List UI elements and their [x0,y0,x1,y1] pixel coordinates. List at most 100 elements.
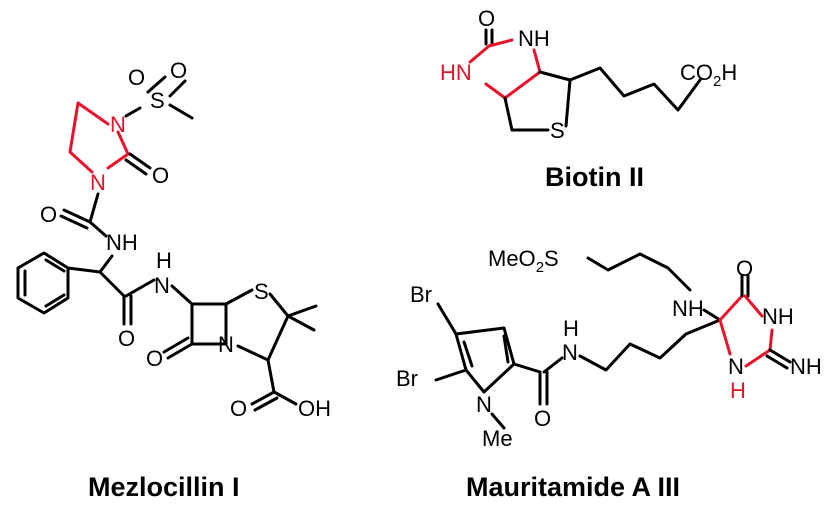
biotin-thio-bond-3 [564,78,572,128]
carbonyl-nh2-bond [124,278,156,298]
biotin-ring-bond-1 [468,44,491,64]
pyrrole-ring [454,326,516,394]
br-bottom-label: Br [396,366,418,391]
amide-o-label: O [118,326,135,351]
s-methyl-bond [168,103,194,120]
ring-bond-1 [76,101,110,126]
hydantoin-o-label: O [736,256,753,281]
acid-co-bond-b [253,396,279,412]
biotin-ring-bond-2 [487,38,514,48]
hydantoin-h-bottom-label: H [730,378,746,403]
br-top-label: Br [410,282,432,307]
c3-cooh-bond [266,358,276,394]
methyl-1-bond [286,304,318,318]
propyl-chain [578,318,722,372]
acid-oh-label: OH [298,396,331,421]
ring-bond-3 [68,150,94,174]
s-cme2-bond [268,292,290,318]
methyl-2-bond [286,314,316,332]
ring-n-top-label: N [110,112,126,137]
sulfonyl-ethyl-chain [586,252,692,292]
sulfonyl-s-label: S [150,88,165,113]
cme2-c3-bond [266,314,290,362]
ring-n-bottom-label: N [90,170,106,195]
biotin-side-chain [568,66,702,112]
nh-c4-bond [702,308,722,322]
biotin-acid-label: CO2H [680,60,737,90]
phenyl-ring [16,251,70,315]
lactam-o-label: O [146,346,163,371]
mau-amide-n-label: N [562,340,578,365]
nh-alpha-bond [98,254,114,274]
mauritamide-caption: Mauritamide A III [466,472,680,502]
alpha-phenyl-bond [66,266,102,274]
biotin-caption: Biotin II [545,162,644,192]
imine-bond-a [768,348,792,364]
hyd-ring-bond-2 [743,294,764,318]
lactam-co-bond-b [162,336,190,354]
amide-nh-label: NH [106,230,138,255]
phenyl-double-2 [44,293,66,308]
biotin-thio-bond-1 [503,96,514,132]
hyd-ring-bond-5 [718,318,732,356]
biotin-structure: O NH HN S CO2H Biotin II [440,6,737,192]
sulfonyl-o2-label: O [170,58,187,83]
beta-lactam-ring [190,302,228,346]
mezlocillin-structure: O O S N O N O NH O N H [16,58,331,502]
br-top-bond [436,302,458,336]
c3-n-bond [236,344,270,362]
biotin-s-label: S [550,118,565,143]
biotin-hn-left-label: HN [440,60,472,85]
biotin-ring-bond-4 [503,70,542,100]
n-carbonyl-bond [88,192,100,224]
biotin-ring-bond-3 [532,48,542,74]
bicyclic-n-label: N [218,332,234,357]
ring-co-bond-b [124,158,148,176]
mau-amide-h-label: H [563,316,579,341]
mezlocillin-caption: Mezlocillin I [88,472,240,502]
biotin-ring-bond-5 [484,82,507,100]
br-bottom-bond [434,368,468,382]
hyd-ring-bond-1 [718,294,744,322]
ring-co-bond-a [128,152,152,170]
pyrrole-n-label: N [476,392,492,417]
carbonyl-nh-bond [88,220,108,238]
pyrrole-carbonyl-bond [512,362,542,374]
pyrrole-double-2 [502,334,510,364]
carbonyl-n-bond [542,356,564,374]
pyrrole-double-1 [462,340,474,368]
hyd-ring-bond-3 [768,328,774,352]
alpha-carbonyl-bond [98,270,126,298]
ring-o-label: O [152,163,169,188]
s-o1-bond [146,75,167,94]
lactam-h-label: H [156,248,172,273]
lactam-nh-label: N [154,273,170,298]
nh-betalactam-bond [170,284,194,306]
biotin-carbonyl-o-label: O [478,6,495,31]
ring-bond-2 [68,101,80,154]
urea-co-bond-a [62,208,92,224]
meo2s-label: MeO2S [488,246,559,276]
imine-nh-label: NH [790,354,822,379]
n-methyl-bond [490,412,506,430]
ring-bond-5 [116,130,130,156]
s-o2-bond [168,79,187,98]
mau-amide-o-label: O [534,406,551,431]
lactam-co-bond-a [166,342,194,360]
acid-co-bond-a [250,390,276,406]
urea-co-bond-b [59,214,89,230]
imine-bond-b [765,354,789,370]
phenyl-double-3 [44,258,66,273]
thiazolidine-s-label: S [254,279,269,304]
ring-bond-4 [106,152,130,170]
biotin-nh-right-label: NH [518,26,550,51]
urea-o-label: O [40,202,57,227]
hydantoin-nh-top-label: NH [762,304,794,329]
n-methyl-label: Me [482,426,513,451]
biotin-thio-bond-4 [538,70,572,82]
hydantoin-n-bottom-label: N [728,354,744,379]
sulfonyl-o1-label: O [128,65,145,90]
c5-s-bond [224,288,254,306]
s-n-bond [124,106,142,118]
